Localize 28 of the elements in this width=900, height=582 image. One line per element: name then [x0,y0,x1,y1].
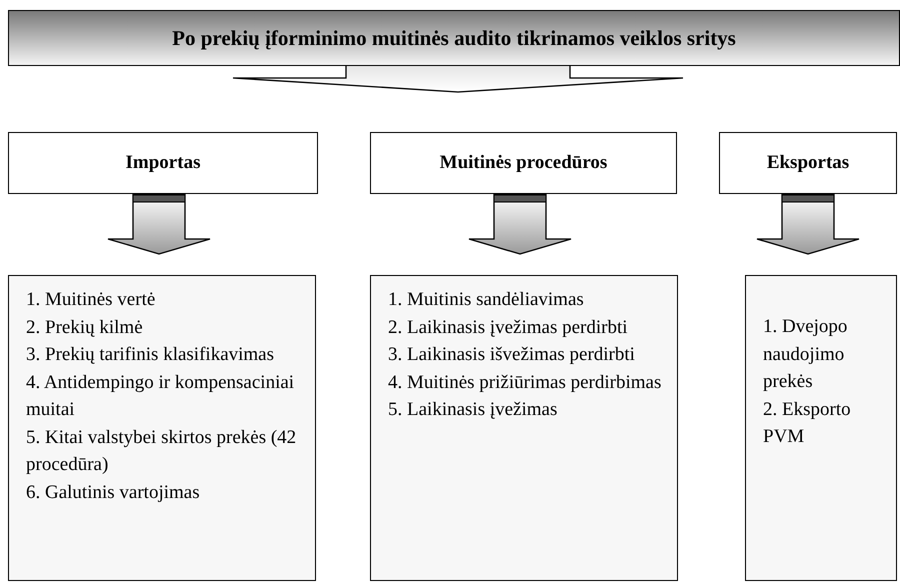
category-label: Eksportas [766,152,850,174]
list-item: 3. Prekių tarifinis klasifikavimas [26,343,276,367]
list-item: 2. Prekių kilmė [26,316,144,340]
list-item: 5. Laikinasis įvežimas [388,398,558,422]
list-item: 5. Kitai valstybei skirtos prekės (42 procedūra) [26,426,298,477]
block-arrow [468,193,572,255]
list-item: 4. Muitinės prižiūrimas perdirbimas [388,370,662,394]
list-box [745,275,897,581]
block-arrow [232,64,684,93]
list-item: 1. Muitinės vertė [26,288,156,312]
list-item: 1. Muitinis sandėliavimas [388,288,585,312]
block-arrow [107,193,211,255]
category-box [719,132,897,194]
title-text: Po prekių įforminimo muitinės audito tikrinamos veiklos sritys [172,26,736,50]
list-box [370,275,678,581]
list-item: 3. Laikinasis išvežimas perdirbti [388,343,636,367]
list-item: 1. Dvejopo naudojimo prekės [763,315,848,394]
list-box [8,275,316,581]
title-banner [8,10,900,66]
category-box [370,132,677,194]
category-box [8,132,318,194]
category-label: Muitinės procedūros [440,152,608,174]
block-arrow [756,193,860,255]
category-label: Importas [126,152,200,174]
list-item: 6. Galutinis vartojimas [26,480,201,504]
list-item: 2. Laikinasis įvežimas perdirbti [388,316,629,340]
list-item: 4. Antidempingo ir kompensaciniai muitai [26,370,296,422]
list-item: 2. Eksporto PVM [763,398,852,449]
